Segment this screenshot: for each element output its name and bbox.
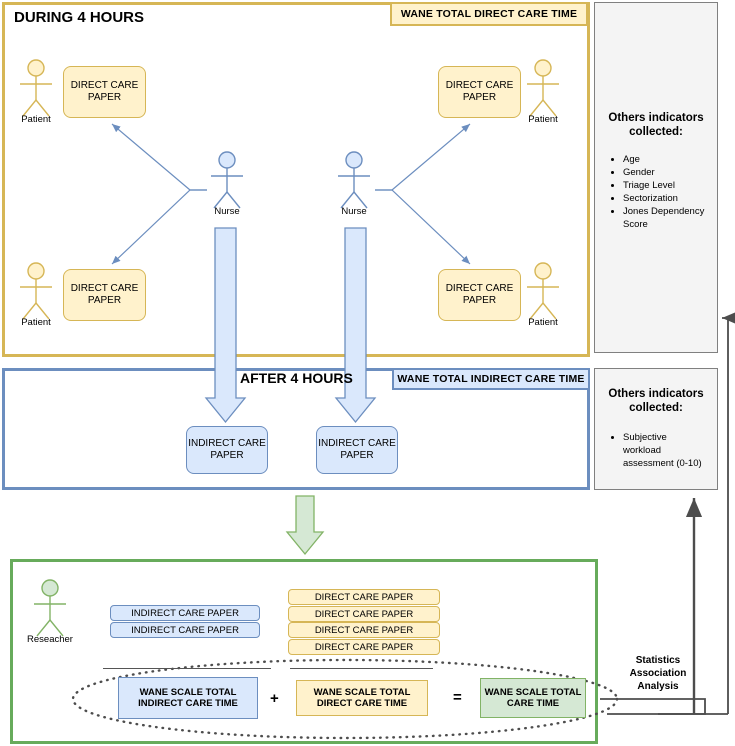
patient-label: Patient [21, 317, 51, 328]
patient-label: Patient [21, 114, 51, 125]
summation-rule-indirect [103, 668, 271, 669]
list-item: Triage Level [623, 179, 707, 192]
statistics-association-analysis-label: Statistics Association Analysis [629, 655, 687, 692]
wane-total-direct-care-time-badge: WANE TOTAL DIRECT CARE TIME [390, 2, 588, 26]
after-section-title: AFTER 4 HOURS [240, 370, 353, 386]
nurse-figure-right: Nurse [332, 150, 376, 222]
direct-care-paper-top-left: DIRECT CARE PAPER [63, 66, 146, 118]
patient-label: Patient [528, 114, 558, 125]
patient-figure-top-right: Patient [521, 58, 565, 130]
wane-scale-total-care-time-box: WANE SCALE TOTAL CARE TIME [480, 678, 586, 718]
direct-care-paper-top-right: DIRECT CARE PAPER [438, 66, 521, 118]
equals-operator: = [453, 689, 462, 706]
patient-figure-bottom-left: Patient [14, 261, 58, 333]
list-item: Gender [623, 166, 707, 179]
researcher-label: Reseacher [27, 634, 73, 645]
indirect-care-paper-right: INDIRECT CARE PAPER [316, 426, 398, 474]
list-item: Jones Dependency Score [623, 205, 707, 231]
indicators-panel-patient: Others indicators collected: Age Gender … [594, 2, 718, 353]
direct-care-paper-bottom-left: DIRECT CARE PAPER [63, 269, 146, 321]
analysis-direct-paper-1: DIRECT CARE PAPER [288, 589, 440, 605]
researcher-figure: Reseacher [27, 578, 73, 650]
summation-rule-direct [290, 668, 433, 669]
analysis-direct-paper-3: DIRECT CARE PAPER [288, 622, 440, 638]
nurse-label: Nurse [214, 206, 240, 217]
list-item: Sectorization [623, 192, 707, 205]
wane-scale-total-direct-care-time-box: WANE SCALE TOTAL DIRECT CARE TIME [296, 680, 428, 716]
nurse-figure-left: Nurse [205, 150, 249, 222]
indicators-list: Subjective workload assessment (0-10) [611, 431, 707, 470]
analysis-direct-paper-2: DIRECT CARE PAPER [288, 606, 440, 622]
indicators-panel-nurse: Others indicators collected: Subjective … [594, 368, 718, 490]
wane-total-indirect-care-time-badge: WANE TOTAL INDIRECT CARE TIME [392, 368, 590, 390]
plus-operator: + [270, 690, 279, 707]
list-item: Age [623, 153, 707, 166]
direct-care-paper-bottom-right: DIRECT CARE PAPER [438, 269, 521, 321]
during-section-title: DURING 4 HOURS [14, 9, 145, 26]
indicators-panel-title: Others indicators collected: [608, 388, 704, 414]
nurse-label: Nurse [341, 206, 367, 217]
indirect-care-paper-left: INDIRECT CARE PAPER [186, 426, 268, 474]
patient-label: Patient [528, 317, 558, 328]
analysis-indirect-paper-2: INDIRECT CARE PAPER [110, 622, 260, 638]
analysis-direct-paper-4: DIRECT CARE PAPER [288, 639, 440, 655]
wane-scale-total-indirect-care-time-box: WANE SCALE TOTAL INDIRECT CARE TIME [118, 677, 258, 719]
analysis-indirect-paper-1: INDIRECT CARE PAPER [110, 605, 260, 621]
patient-figure-top-left: Patient [14, 58, 58, 130]
indicators-panel-title: Others indicators collected: [608, 112, 704, 138]
list-item: Subjective workload assessment (0-10) [623, 431, 707, 470]
indicators-list: Age Gender Triage Level Sectorization Jo… [611, 153, 707, 231]
patient-figure-bottom-right: Patient [521, 261, 565, 333]
